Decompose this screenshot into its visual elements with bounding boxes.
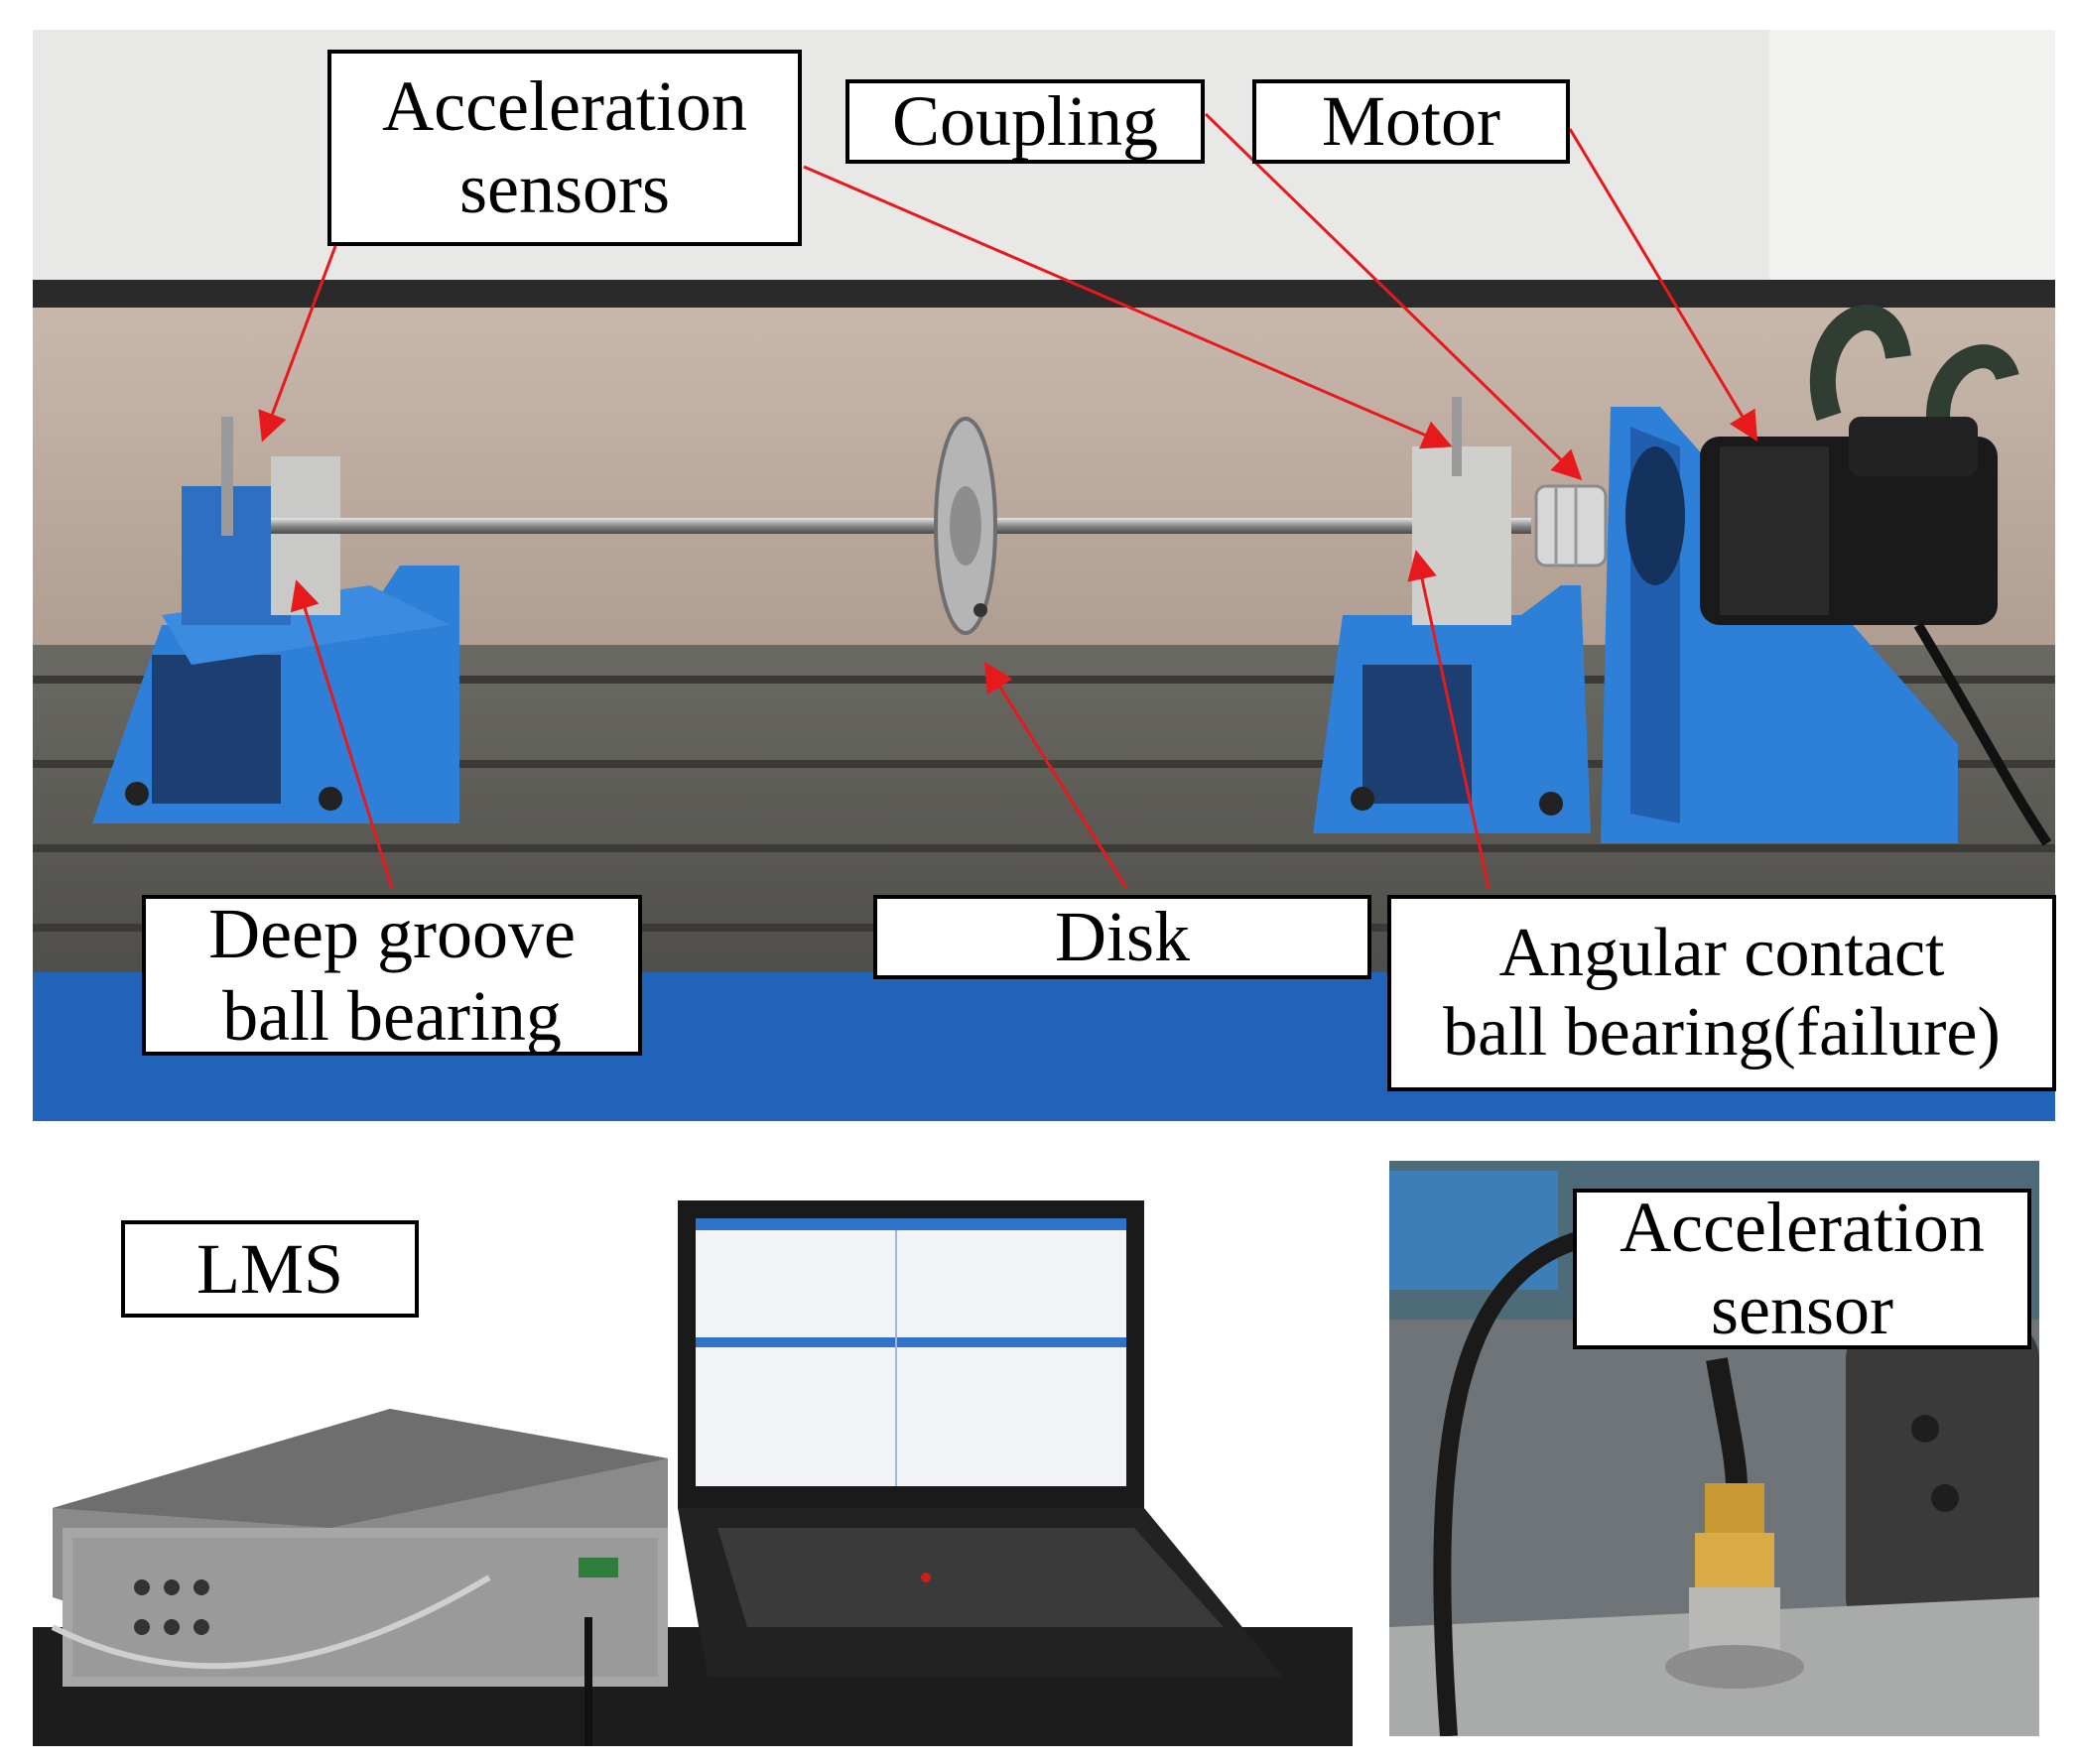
lms-chassis xyxy=(51,1409,668,1746)
label-angular-contact-ball-bearing: Angular contact ball bearing(failure) xyxy=(1387,895,2056,1091)
label-acceleration-sensors: Acceleration sensors xyxy=(327,50,802,246)
label-motor: Motor xyxy=(1252,79,1570,164)
lms-laptop-photo xyxy=(33,1161,1353,1746)
shaft xyxy=(271,518,1531,534)
acceleration-sensor-body xyxy=(1665,1483,1804,1689)
label-coupling: Coupling xyxy=(845,79,1205,164)
label-lms: LMS xyxy=(121,1220,419,1318)
sensor-cable xyxy=(1706,1357,1748,1489)
motor xyxy=(1700,305,2052,846)
label-acceleration-sensor: Acceleration sensor xyxy=(1573,1188,2031,1349)
laptop xyxy=(678,1200,1283,1677)
sensor-cable-left xyxy=(1433,1231,1581,1736)
lms-laptop-drawing xyxy=(33,1161,1353,1746)
skirting xyxy=(33,280,2055,310)
coupling xyxy=(1534,484,1608,567)
disk xyxy=(934,417,997,635)
label-disk: Disk xyxy=(873,895,1371,979)
label-deep-groove-ball-bearing: Deep groove ball bearing xyxy=(142,894,642,1056)
